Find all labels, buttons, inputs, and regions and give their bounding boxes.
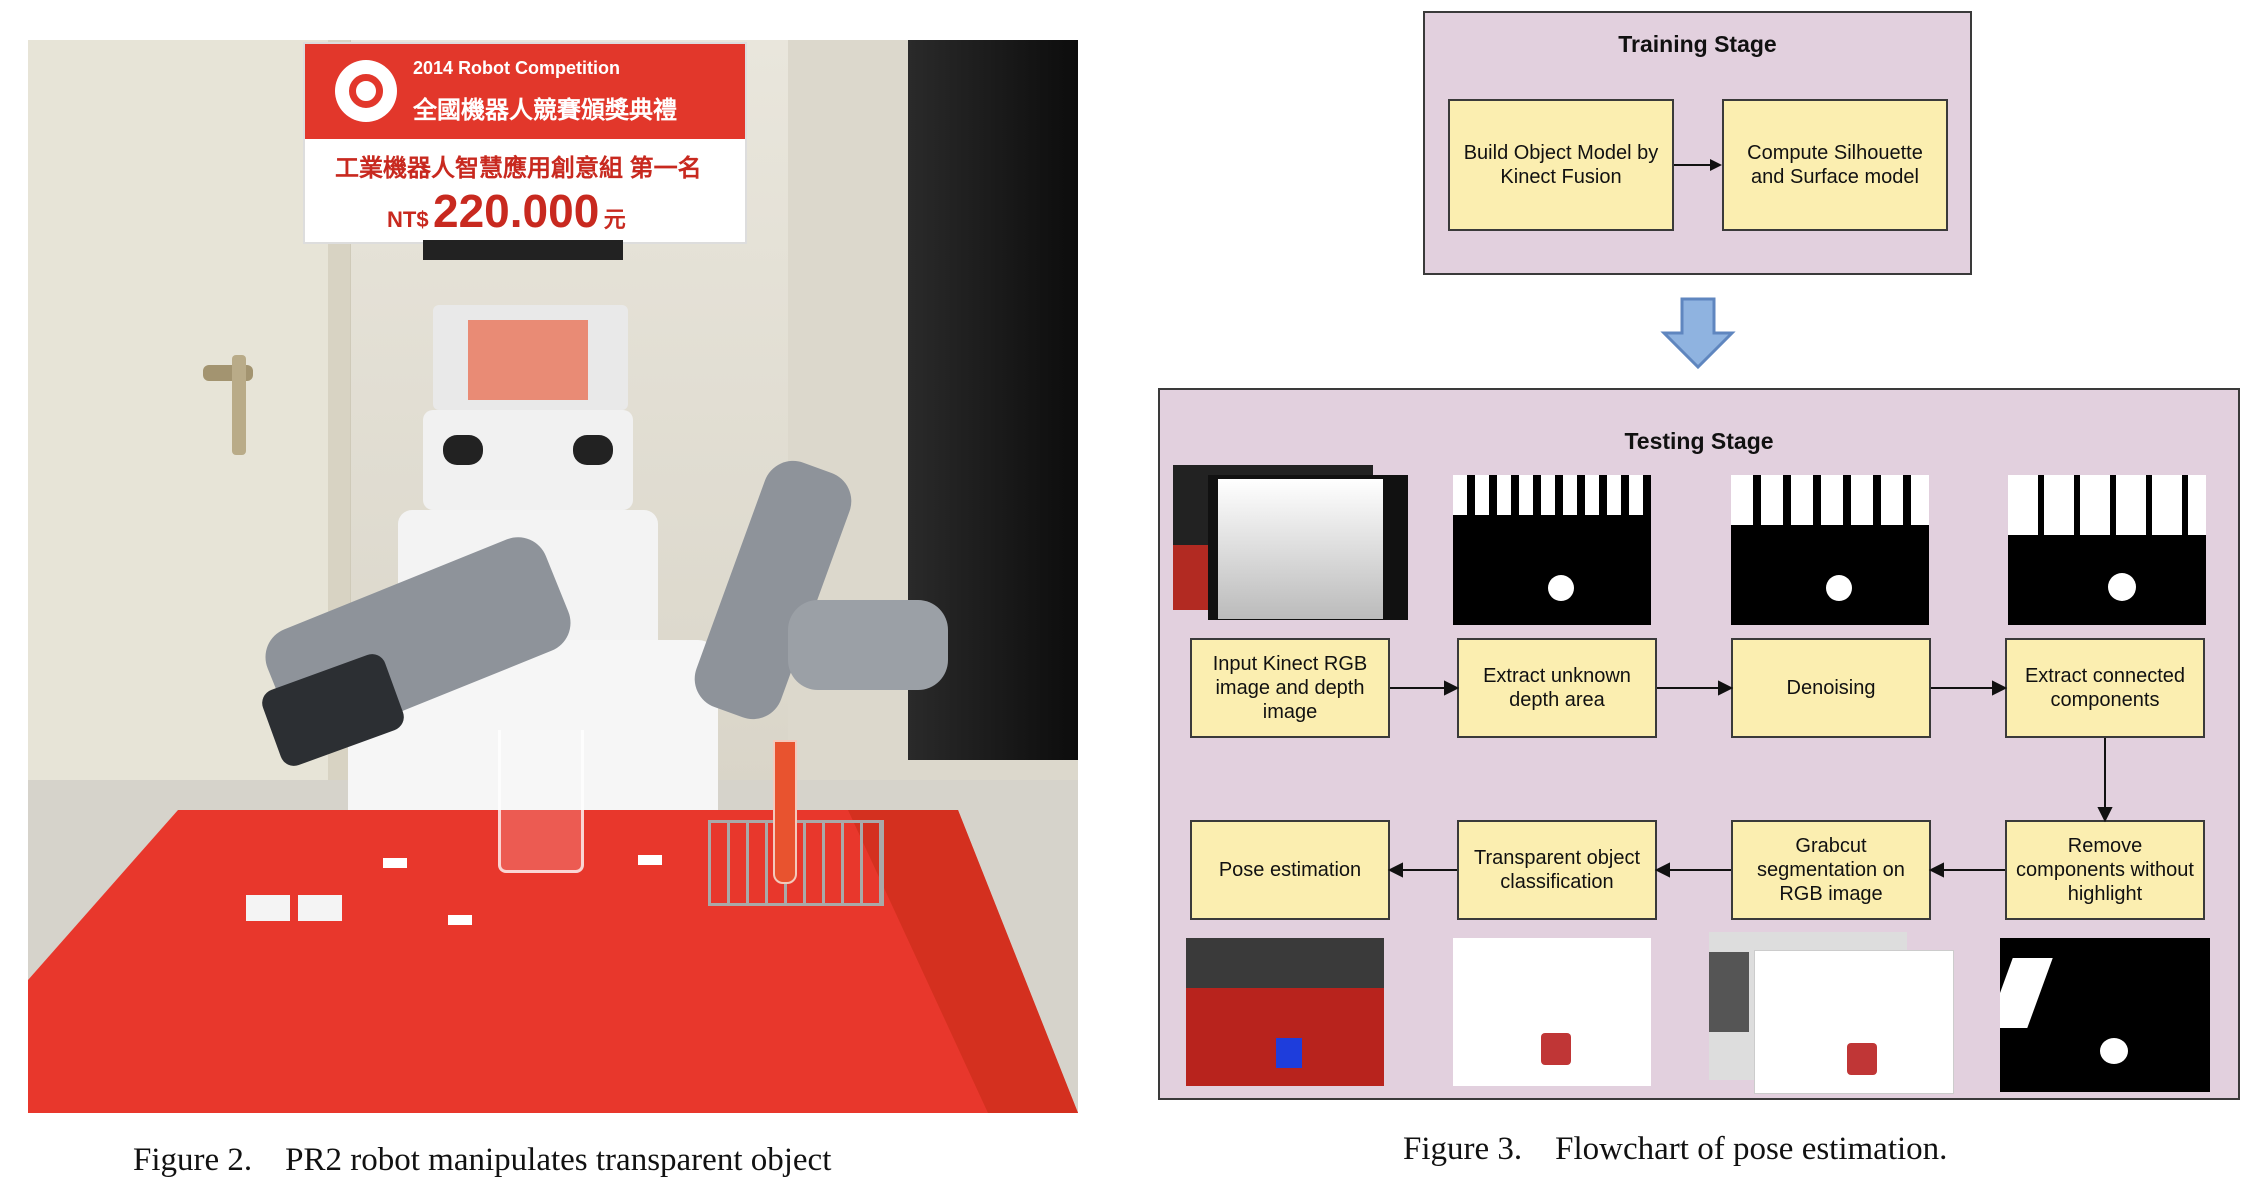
glass-beaker — [498, 730, 584, 873]
classification-result-thumbnail — [1453, 938, 1651, 1086]
depth-image-thumbnail — [1208, 475, 1408, 620]
banner-event-en: Robot Competition — [458, 58, 621, 78]
banner-prize: 220.000 — [433, 185, 600, 237]
robot-eye-right — [573, 435, 613, 465]
banner-year: 2014 — [413, 58, 454, 78]
testing-step-connected: Extract connected components — [2005, 638, 2205, 738]
training-step: Build Object Model by Kinect Fusion — [1448, 99, 1674, 231]
training-step: Compute Silhouette and Surface model — [1722, 99, 1948, 231]
robot-head-panel — [468, 320, 588, 400]
paper-object — [638, 855, 662, 865]
paper-object — [448, 915, 472, 925]
banner-currency: NT$ — [387, 207, 429, 232]
down-arrow-icon — [1660, 297, 1736, 370]
paper-object — [246, 895, 290, 921]
testing-stage-title: Testing Stage — [1624, 428, 1774, 454]
testing-step-denoising: Denoising — [1731, 638, 1931, 738]
highlight-mask-thumbnail — [2000, 938, 2210, 1092]
grabcut-result-thumbnail — [1754, 950, 1954, 1094]
pose-result-rgb-thumbnail — [1186, 938, 1384, 1086]
figure3-caption: Figure 3. Flowchart of pose estimation. — [1403, 1131, 1948, 1167]
robot-eye-left — [443, 435, 483, 465]
pr2-robot-photo: 2014 Robot Competition 全國機器人競賽頒獎典禮 工業機器人… — [28, 40, 1078, 1113]
banner-unit: 元 — [603, 207, 626, 232]
denoised-mask-thumbnail — [1731, 475, 1929, 625]
connected-components-thumbnail — [2008, 475, 2206, 625]
training-flow-arrow — [1674, 159, 1722, 171]
paper-object — [383, 858, 407, 868]
competition-logo-mark — [349, 74, 383, 108]
figure2-caption: Figure 2. PR2 robot manipulates transpar… — [133, 1142, 832, 1178]
banner-event-zh: 全國機器人競賽頒獎典禮 — [413, 97, 677, 124]
robot-right-forearm — [788, 600, 948, 690]
paper-object — [298, 895, 342, 921]
robot-head-top — [423, 240, 623, 260]
training-stage-title: Training Stage — [1618, 31, 1777, 57]
testing-step-grabcut: Grabcut segmentation on RGB image — [1731, 820, 1931, 920]
test-tube — [773, 740, 797, 884]
unknown-depth-mask-thumbnail — [1453, 475, 1651, 625]
award-banner: 2014 Robot Competition 全國機器人競賽頒獎典禮 工業機器人… — [303, 42, 747, 244]
banner-award: 工業機器人智慧應用創意組 第一名 — [335, 155, 702, 182]
testing-step-pose: Pose estimation — [1190, 820, 1390, 920]
door-lock — [232, 355, 246, 455]
testing-step-remove: Remove components without highlight — [2005, 820, 2205, 920]
testing-step-input: Input Kinect RGB image and depth image — [1190, 638, 1390, 738]
